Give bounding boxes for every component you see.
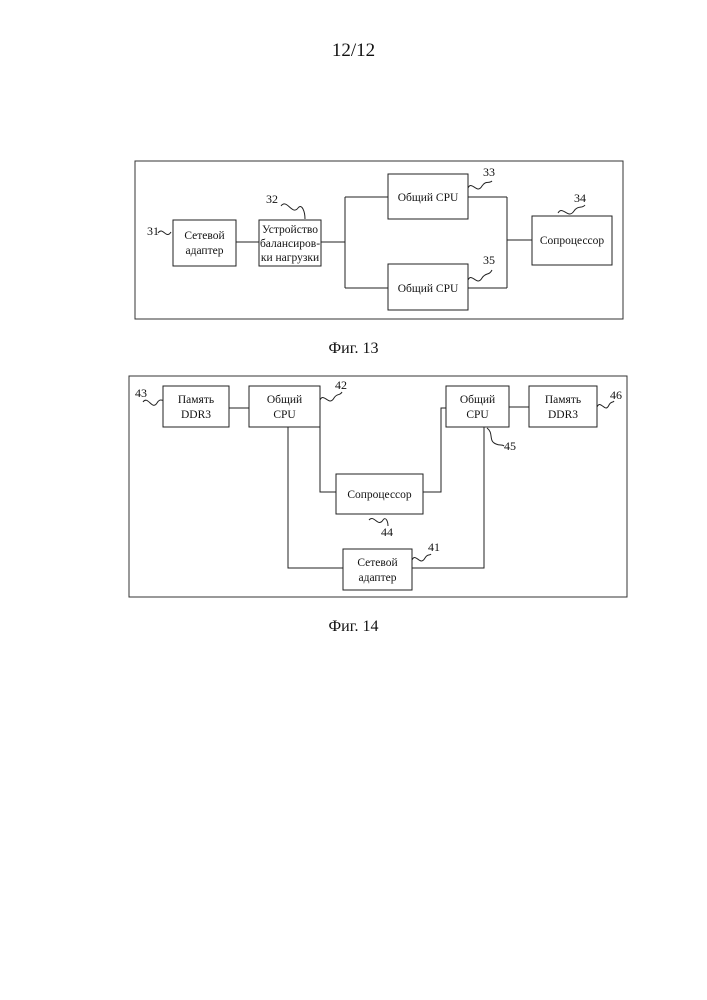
svg-text:Сетевой: Сетевой <box>357 557 397 569</box>
fig14-cpu-right: Общий CPU <box>446 386 509 427</box>
svg-text:CPU: CPU <box>466 409 489 421</box>
fig13-diagram: Сетевой адаптер Устройство балансиров- к… <box>135 161 623 319</box>
ref-43: 43 <box>135 386 147 400</box>
fig13-caption: Фиг. 13 <box>0 340 707 358</box>
svg-text:CPU: CPU <box>273 409 296 421</box>
wire-coprocessor-cpu-right <box>423 408 446 492</box>
svg-text:ки нагрузки: ки нагрузки <box>261 252 319 264</box>
leader-33 <box>468 181 492 189</box>
svg-text:Сопроцессор: Сопроцессор <box>540 235 605 247</box>
fig13-load-balancer: Устройство балансиров- ки нагрузки <box>259 220 321 266</box>
svg-text:Общий CPU: Общий CPU <box>398 192 459 204</box>
ref-31: 31 <box>147 224 159 238</box>
svg-text:Сетевой: Сетевой <box>184 230 224 242</box>
ref-41: 41 <box>428 540 440 554</box>
fig14-caption: Фиг. 14 <box>0 618 707 636</box>
svg-text:Общий CPU: Общий CPU <box>398 283 459 295</box>
wire-cpu-left-coprocessor <box>320 408 336 492</box>
fig13-cpu-top: Общий CPU <box>388 174 468 219</box>
fig14-network-adapter: Сетевой адаптер <box>343 549 412 590</box>
fig14-memory-right: Память DDR3 <box>529 386 597 427</box>
ref-32: 32 <box>266 192 278 206</box>
svg-text:Сопроцессор: Сопроцессор <box>347 489 412 501</box>
svg-text:Устройство: Устройство <box>262 224 318 236</box>
ref-35: 35 <box>483 253 495 267</box>
svg-text:Общий: Общий <box>267 394 302 406</box>
ref-42: 42 <box>335 378 347 392</box>
fig13-cpu-bottom: Общий CPU <box>388 264 468 310</box>
svg-text:DDR3: DDR3 <box>548 409 578 421</box>
svg-text:балансиров-: балансиров- <box>260 238 320 250</box>
leader-35 <box>468 270 492 281</box>
leader-46 <box>597 401 614 408</box>
ref-34: 34 <box>574 191 586 205</box>
svg-text:Память: Память <box>178 394 214 406</box>
ref-46: 46 <box>610 388 622 402</box>
leader-43 <box>143 400 163 405</box>
svg-text:Память: Память <box>545 394 581 406</box>
leader-34 <box>558 205 585 214</box>
leader-45 <box>487 428 504 446</box>
fig14-coprocessor: Сопроцессор <box>336 474 423 514</box>
svg-text:DDR3: DDR3 <box>181 409 211 421</box>
leader-42 <box>320 392 342 401</box>
fig13-network-adapter: Сетевой адаптер <box>173 220 236 266</box>
svg-text:адаптер: адаптер <box>359 572 397 584</box>
svg-text:Общий: Общий <box>460 394 495 406</box>
svg-text:адаптер: адаптер <box>186 245 224 257</box>
fig14-memory-left: Память DDR3 <box>163 386 229 427</box>
leader-32 <box>281 204 305 219</box>
fig14-cpu-left: Общий CPU <box>249 386 320 427</box>
fig13-coprocessor: Сопроцессор <box>532 216 612 265</box>
ref-45: 45 <box>504 439 516 453</box>
ref-44: 44 <box>381 525 393 539</box>
leader-31 <box>158 231 171 235</box>
ref-33: 33 <box>483 165 495 179</box>
wire-cpu-left-adapter <box>288 427 343 568</box>
fig14-diagram: Память DDR3 Общий CPU Общий CPU Память D… <box>129 376 627 597</box>
leader-41 <box>412 554 431 561</box>
